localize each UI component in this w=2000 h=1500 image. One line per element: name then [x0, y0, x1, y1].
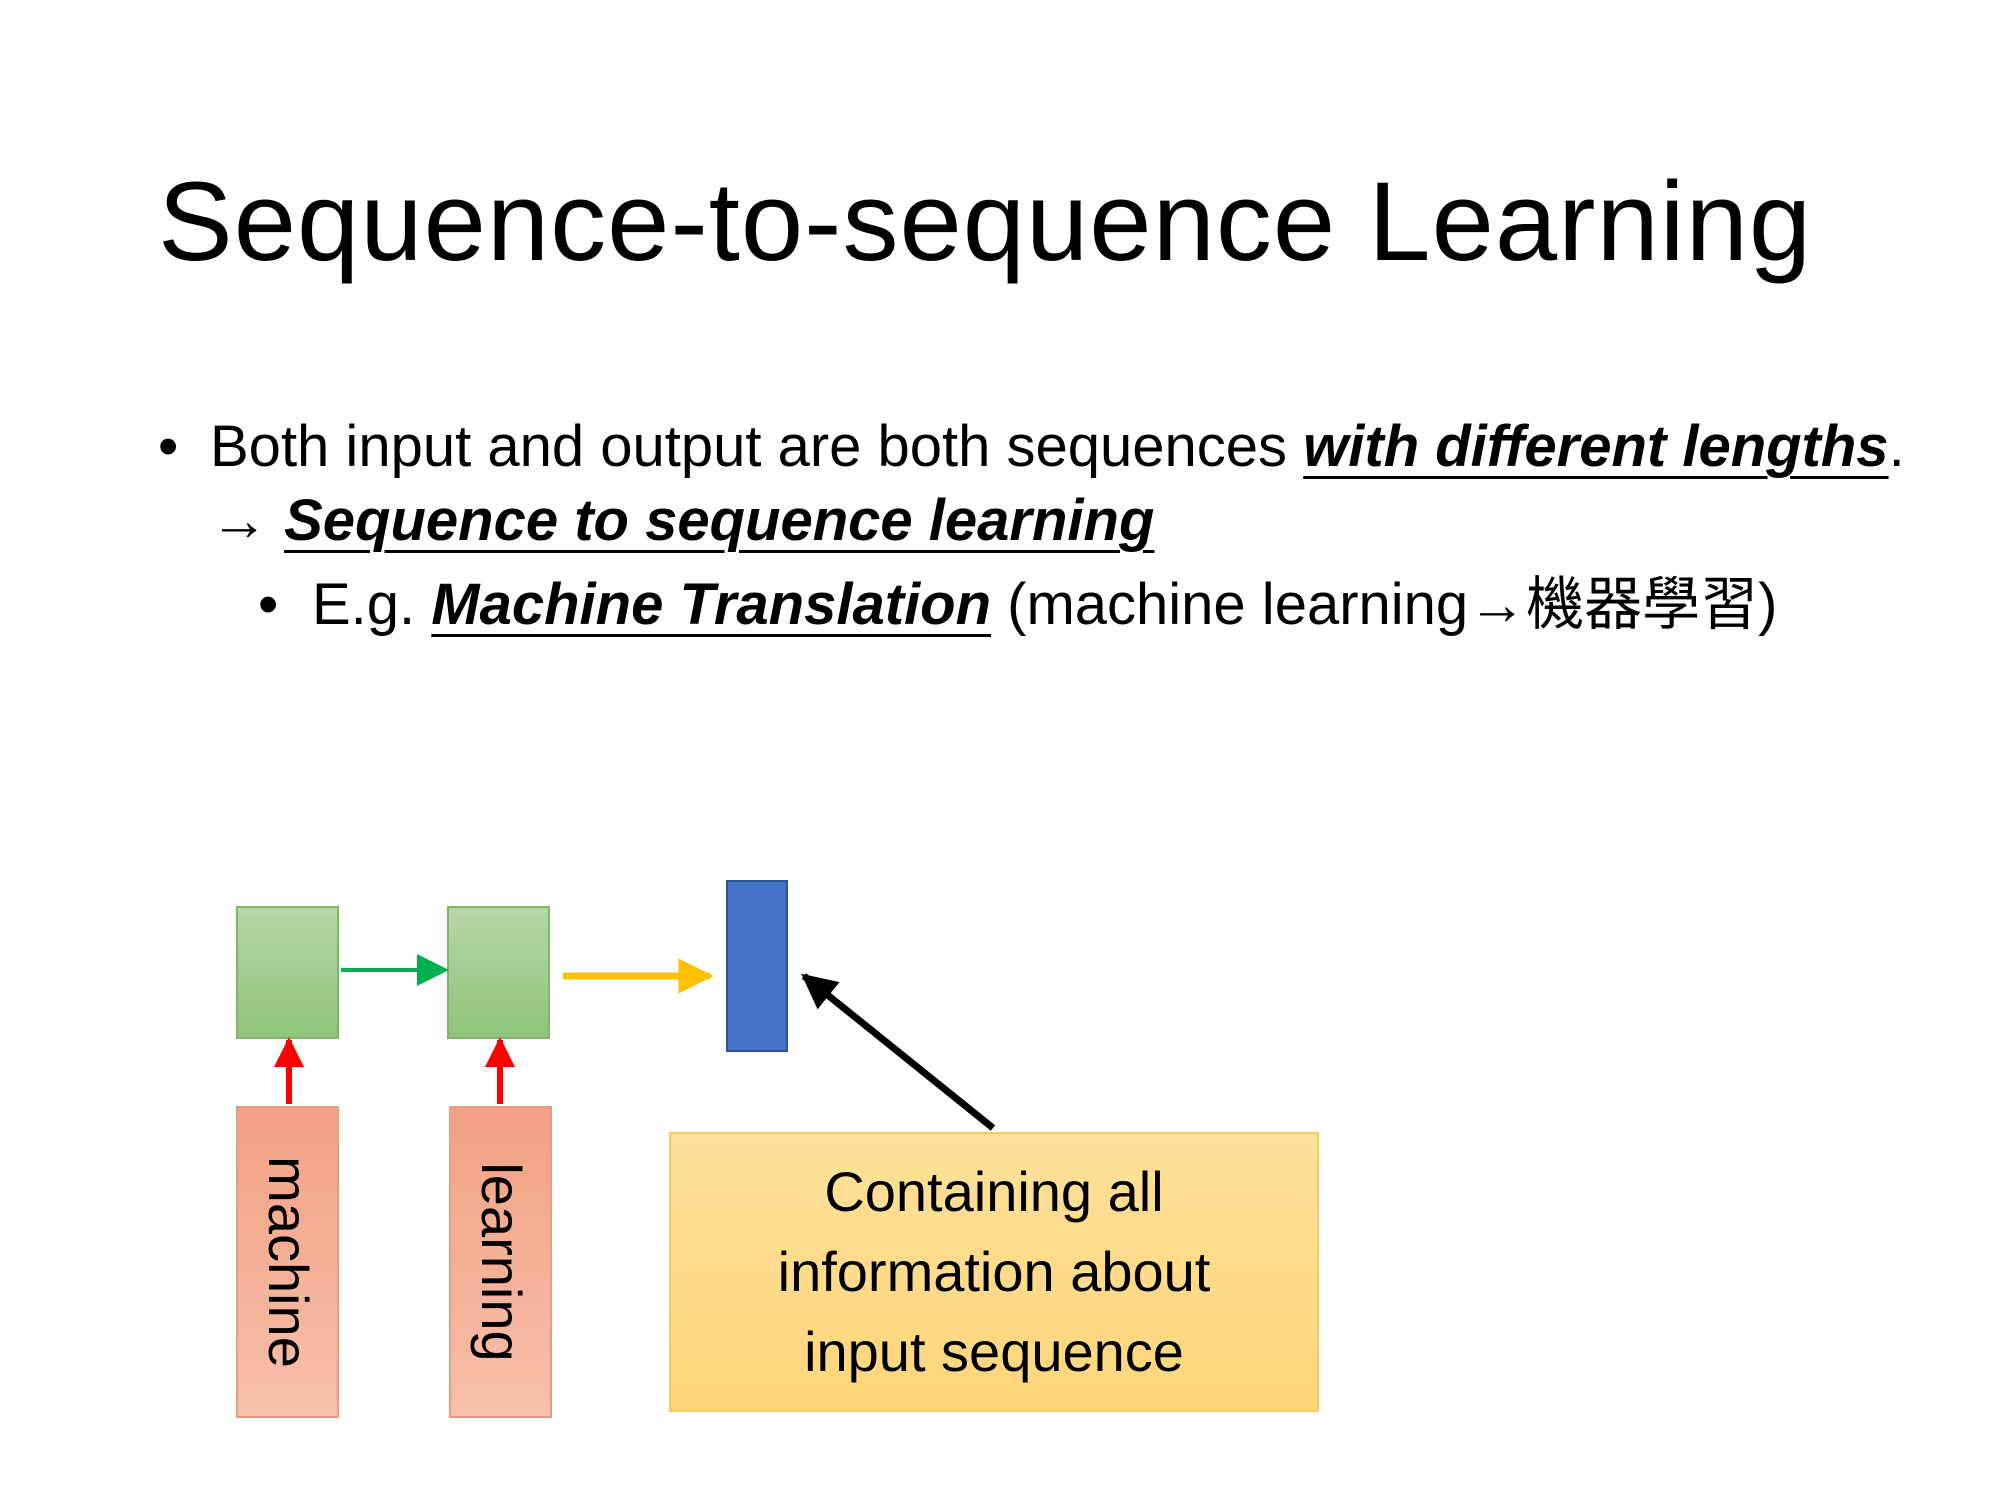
pointer-arrow	[801, 973, 996, 1131]
sub-bullet-text-part-1: E.g.	[312, 572, 432, 637]
sub-bullet-text-part-2: (machine learning→機器學習)	[991, 572, 1778, 637]
rnn-cell-2	[447, 906, 550, 1039]
rnn-cell-1	[236, 906, 339, 1039]
input-word-learning-box: learning	[449, 1106, 552, 1418]
sub-bullet-marker: •	[258, 572, 279, 637]
bullet-text-part-2: . →	[210, 414, 1905, 553]
sub-bullet-emphasis-machine-translation: Machine Translation	[431, 572, 992, 637]
bullet-marker: •	[158, 414, 179, 479]
input-word-machine-box: machine	[236, 1106, 339, 1418]
bullet-text-part-1: Both input and output are both sequences	[210, 414, 1304, 479]
note-text: Containing all information about input s…	[777, 1160, 1211, 1383]
bullet-emphasis-seq2seq: Sequence to sequence learning	[284, 488, 1155, 553]
context-vector	[726, 880, 788, 1052]
sub-bullet-text: E.g. Machine Translation (machine learni…	[312, 568, 1778, 642]
slide-title: Sequence-to-sequence Learning	[158, 159, 1813, 284]
bullet-emphasis-different-lengths: with different lengths	[1303, 414, 1889, 479]
bullet-text: Both input and output are both sequences…	[210, 410, 1918, 558]
note-box: Containing all information about input s…	[669, 1132, 1319, 1412]
